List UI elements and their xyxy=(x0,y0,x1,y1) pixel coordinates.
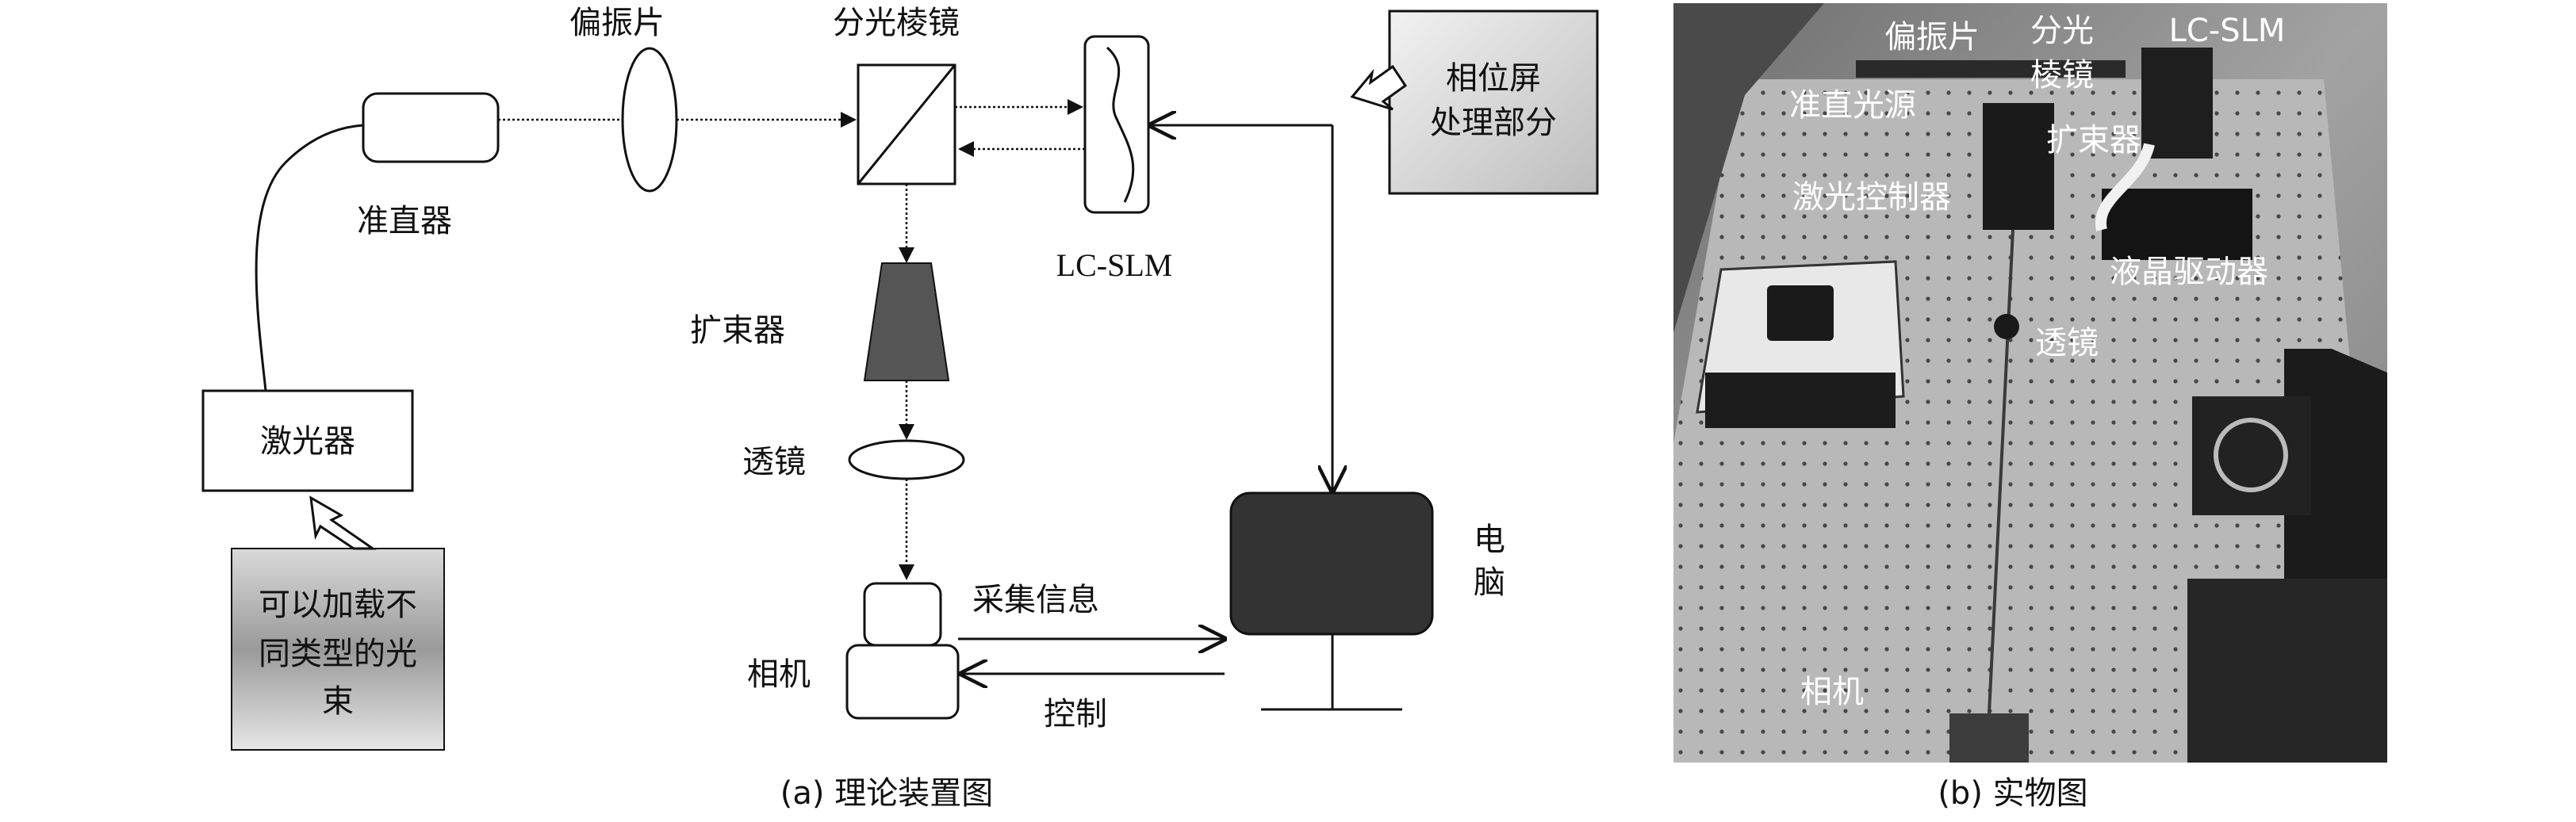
beam-type-label-line3: 束 xyxy=(322,683,354,720)
camera-body xyxy=(845,644,960,720)
collimator-box xyxy=(362,92,500,163)
laser-box xyxy=(201,389,414,492)
photo-rail xyxy=(1856,60,2126,78)
photo-prism-label-line1: 分光 xyxy=(2030,13,2094,49)
camera-label: 相机 xyxy=(747,656,811,693)
photo-expander-label: 扩束器 xyxy=(2046,122,2141,159)
photo-mousepad xyxy=(2192,396,2311,515)
photo-beam-line xyxy=(1988,229,2014,714)
photo-mousepad-logo xyxy=(2214,418,2288,492)
photo-lcslm-label: LC-SLM xyxy=(2169,13,2286,49)
photo-laser-controller-label: 激光控制器 xyxy=(1792,179,1951,216)
expander-shape xyxy=(863,262,950,381)
photo-laser-controller-panel xyxy=(1705,373,1896,428)
camera-top xyxy=(863,582,942,647)
collect-info-label: 采集信息 xyxy=(972,582,1099,618)
phase-screen-arrow-icon xyxy=(1350,64,1408,111)
lens-label: 透镜 xyxy=(742,444,806,480)
diagram-a: 激光器 准直器 偏振片 分光棱镜 LC-SLM 相位屏 处理部分 xyxy=(201,5,1599,812)
laser-label: 激光器 xyxy=(260,423,355,460)
photo-collimated-source-label: 准直光源 xyxy=(1789,87,1916,124)
photo-slm-mount xyxy=(2141,48,2213,159)
caption-b: (b) 实物图 xyxy=(1938,775,2087,812)
photo-right-desk xyxy=(2187,579,2387,763)
photo-polarizer-label: 偏振片 xyxy=(1884,19,1980,55)
caption-a: (a) 理论装置图 xyxy=(780,775,993,812)
prism-label: 分光棱镜 xyxy=(833,5,960,41)
prism-diagonal xyxy=(857,64,956,185)
photo-expander-mount xyxy=(1983,103,2054,230)
lcslm-label: LC-SLM xyxy=(1056,247,1173,283)
fiber-line xyxy=(255,124,364,392)
photo-ribbon-cable xyxy=(2095,143,2155,231)
lcslm-wave xyxy=(1106,46,1135,203)
phase-screen-label-line1: 相位屏 xyxy=(1446,60,1541,97)
computer-label-line2: 脑 xyxy=(1474,564,1505,601)
photo-b: 偏振片 分光 棱镜 LC-SLM 准直光源 扩束器 激光控制器 液晶驱动器 透镜… xyxy=(1673,3,2387,812)
beam-type-label-line1: 可以加载不 xyxy=(259,587,417,623)
phase-screen-label-line2: 处理部分 xyxy=(1430,105,1557,141)
computer-screen xyxy=(1229,491,1434,636)
photo-lc-driver-label: 液晶驱动器 xyxy=(2110,254,2268,290)
beam-type-label-line2: 同类型的光 xyxy=(259,636,417,672)
beam-type-box xyxy=(231,548,445,751)
photo-prism-label-line2: 棱镜 xyxy=(2030,57,2094,94)
photo-laser-device xyxy=(1767,285,1834,341)
computer-label-line1: 电 xyxy=(1474,522,1505,558)
phase-screen-box xyxy=(1388,10,1599,195)
photo-lens-mount xyxy=(1994,314,2019,339)
collimator-label: 准直器 xyxy=(357,203,452,239)
lens-ellipse xyxy=(848,439,965,480)
photo-camera xyxy=(1949,713,2029,763)
beam-type-arrow-icon xyxy=(309,495,377,550)
photo-left-wall xyxy=(1673,3,1824,333)
polarizer-label: 偏振片 xyxy=(569,5,665,41)
photo-lc-driver xyxy=(2102,189,2252,260)
photo-lens-label: 透镜 xyxy=(2035,325,2099,361)
photo-camera-label: 相机 xyxy=(1800,674,1864,710)
expander-label: 扩束器 xyxy=(690,312,785,349)
polarizer-ellipse xyxy=(621,47,678,193)
control-label: 控制 xyxy=(1044,696,1107,732)
